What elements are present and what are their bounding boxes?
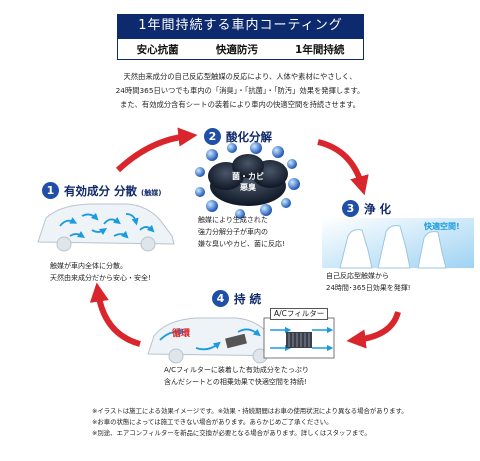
cycle-arrow-2-to-3 bbox=[317, 139, 369, 196]
step-2-description-2: 強力分解分子が車内の bbox=[198, 228, 268, 236]
cycle-arrow-3-to-4 bbox=[346, 311, 401, 349]
car-illustration-4 bbox=[147, 317, 287, 364]
step-4-description-1: A/Cフィルターに装着した有効成分をたっぷり bbox=[164, 366, 309, 374]
step-2-number: 2 bbox=[204, 128, 221, 145]
feature-antifouling: 快適防汚 bbox=[215, 43, 258, 56]
note-3: ※別途、エアコンフィルターを新品に交換が必要となる場合があります。詳しくはスタッ… bbox=[92, 429, 371, 437]
step-2-description-1: 触媒により生成された bbox=[198, 216, 268, 224]
note-2: ※お車の状態によっては施工できない場合があります。あらかじめご了承ください。 bbox=[92, 418, 333, 426]
intro-line-3: また、有効成分含有シートの装着により車内の快適空間を持続させます。 bbox=[120, 100, 360, 109]
step-1-title: 有効成分 分散 (触媒) bbox=[64, 184, 162, 198]
ac-filter-closeup bbox=[263, 317, 335, 359]
catalyst-particles bbox=[195, 142, 300, 219]
car-illustration-1 bbox=[37, 203, 175, 252]
step-3-badge: 快適空間! bbox=[424, 222, 460, 231]
germ-cloud bbox=[208, 154, 288, 206]
step-2-title: 酸化分解 bbox=[226, 130, 272, 144]
step-4-title: 持 続 bbox=[234, 292, 262, 306]
step-3-description-1: 自己反応型触媒から bbox=[326, 272, 389, 280]
step-3-description-2: 24時間･365日効果を発揮! bbox=[326, 284, 411, 292]
note-1: ※イラストは施工による効果イメージです。※効果・持続期間はお車の使用状況により異… bbox=[92, 407, 408, 415]
step-2-description-3: 嫌な臭いやカビ、菌に反応! bbox=[198, 240, 285, 248]
step-4-description-2: 含んだシートとの相乗効果で快適空間を持続! bbox=[164, 378, 307, 386]
intro-line-1: 天然由来成分の自己反応型触媒の反応により、人体や素材にやさしく、 bbox=[123, 72, 357, 81]
clean-interior-illustration bbox=[322, 218, 474, 269]
cycle-arrow-4-to-1 bbox=[89, 282, 141, 347]
feature-antibacterial: 安心抗菌 bbox=[136, 43, 179, 56]
step-3-title: 浄 化 bbox=[364, 202, 392, 216]
cycle-arrow-1-to-2 bbox=[115, 127, 198, 173]
step-3-number: 3 bbox=[342, 200, 359, 217]
feature-duration: 1年間持続 bbox=[295, 43, 345, 56]
step-1-number: 1 bbox=[42, 182, 59, 199]
cloud-label-odor: 悪臭 bbox=[240, 183, 256, 192]
cloud-label-germs: 菌・カビ bbox=[232, 172, 264, 181]
intro-line-2: 24時間365日いつでも車内の「消臭」・「抗菌」・「防汚」効果を発揮します。 bbox=[115, 86, 365, 95]
step-4-number: 4 bbox=[212, 290, 229, 307]
circulation-label: 循環 bbox=[172, 329, 191, 339]
step-1-description-1: 触媒が車内全体に分散。 bbox=[50, 262, 127, 270]
ac-filter-label: A/Cフィルター bbox=[270, 308, 329, 320]
page-title: 1年間持続する車内コーティング bbox=[117, 14, 364, 38]
feature-list: 安心抗菌 快適防汚 1年間持続 bbox=[117, 38, 364, 60]
step-1-title-suffix: (触媒) bbox=[141, 189, 162, 197]
step-1-description-2: 天然由来成分だから安心・安全! bbox=[50, 274, 151, 282]
cloud-label: 菌・カビ 悪臭 bbox=[224, 171, 272, 193]
